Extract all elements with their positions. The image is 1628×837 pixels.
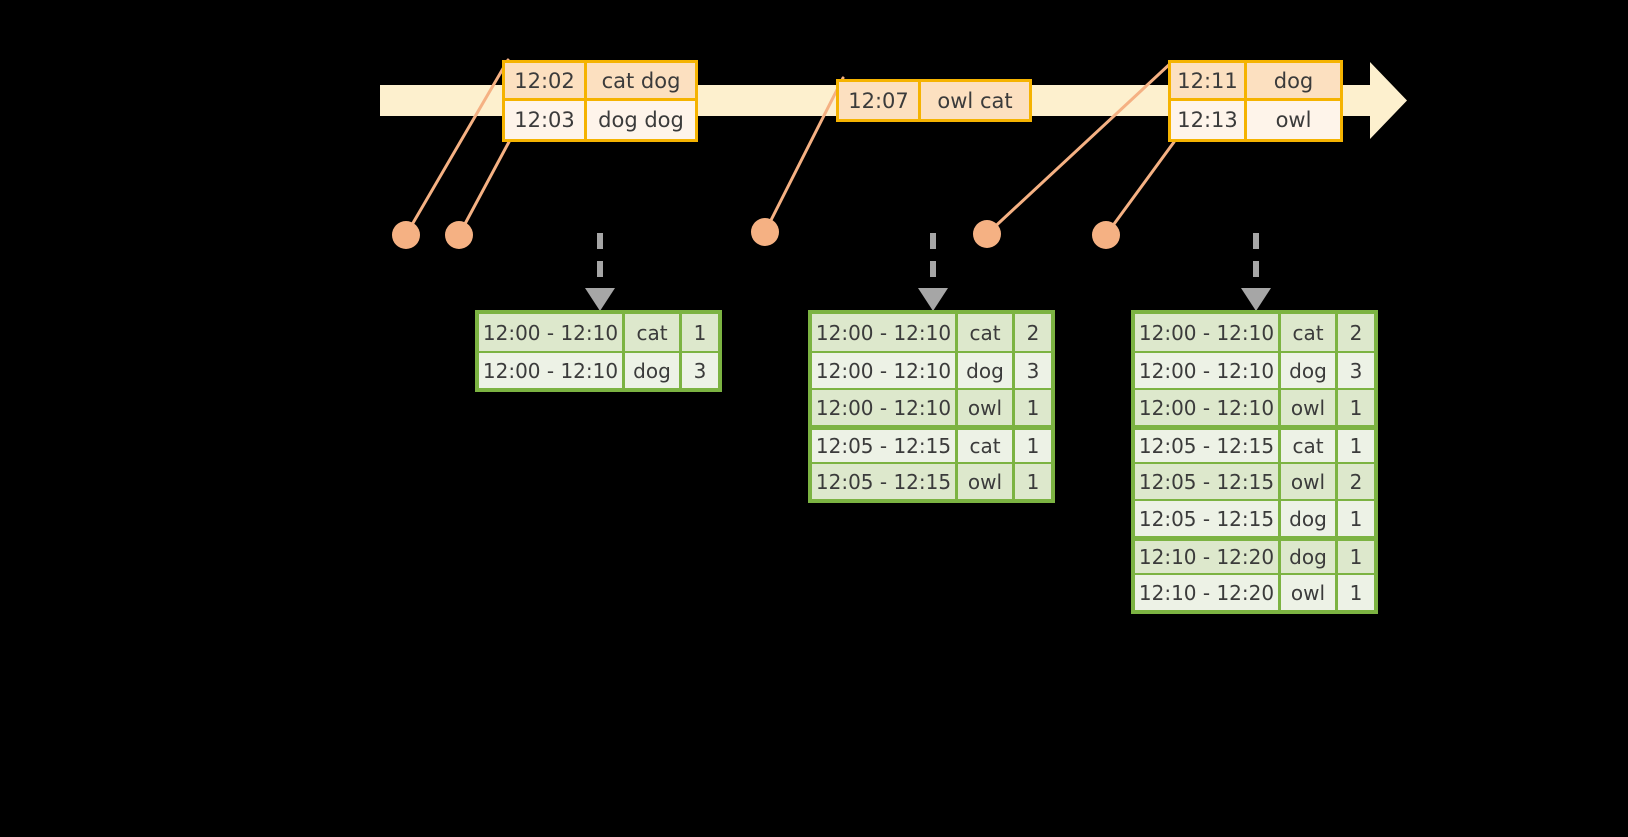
key-cell: owl [958, 464, 1015, 499]
key-cell: dog [1281, 541, 1338, 573]
event-time: 12:03 [505, 101, 587, 139]
emit-arrows [597, 233, 1259, 288]
window-cell: 12:05 - 12:15 [812, 430, 958, 462]
event-value: dog dog [598, 108, 684, 132]
event-row[interactable]: 12:07 owl cat [839, 82, 1029, 119]
count-cell: 3 [1349, 358, 1363, 383]
connector-dot-4 [973, 220, 1001, 248]
count-cell: 1 [1349, 545, 1363, 569]
key-cell: dog [958, 353, 1015, 388]
count-cell: 1 [1026, 469, 1040, 494]
connector-dot-2 [445, 221, 473, 249]
count-cell: 1 [1349, 506, 1363, 531]
event-value: dog [1273, 68, 1314, 93]
event-time: 12:02 [505, 63, 587, 98]
event-time: 12:11 [1171, 63, 1247, 98]
event-row[interactable]: 12:02 cat dog [505, 63, 695, 101]
window-cell: 12:00 - 12:10 [812, 390, 958, 425]
event-value: owl cat [937, 88, 1013, 113]
connector-dots [392, 218, 1120, 249]
window-cell: 12:05 - 12:15 [1135, 464, 1281, 499]
event-value: owl [1275, 108, 1312, 132]
window-cell: 12:00 - 12:10 [812, 353, 958, 388]
emit-arrow-3-head [1241, 288, 1271, 311]
window-cell: 12:10 - 12:20 [1135, 541, 1281, 573]
count-cell: 3 [1026, 358, 1040, 383]
connector-dot-5 [1092, 221, 1120, 249]
count-cell: 2 [1349, 469, 1363, 494]
event-time: 12:13 [1171, 101, 1247, 139]
event-value: cat dog [601, 68, 681, 93]
count-cell: 2 [1026, 320, 1040, 345]
window-cell: 12:10 - 12:20 [1135, 575, 1281, 610]
event-row[interactable]: 12:13 owl [1171, 101, 1340, 139]
event-group-2[interactable]: 12:07 owl cat [836, 79, 1032, 122]
key-cell: cat [958, 314, 1015, 351]
event-row[interactable]: 12:03 dog dog [505, 101, 695, 139]
key-cell: cat [1281, 430, 1338, 462]
window-cell: 12:00 - 12:10 [479, 314, 625, 351]
event-row[interactable]: 12:11 dog [1171, 63, 1340, 101]
key-cell: owl [1281, 390, 1338, 425]
window-cell: 12:00 - 12:10 [1135, 390, 1281, 425]
emit-arrow-2-head [918, 288, 948, 311]
count-cell: 2 [1349, 320, 1363, 345]
emit-arrow-1-head [585, 288, 615, 311]
window-cell: 12:00 - 12:10 [1135, 353, 1281, 388]
key-cell: dog [625, 353, 682, 388]
emit-arrowheads [585, 288, 1271, 311]
connector-dot-3 [751, 218, 779, 246]
window-cell: 12:05 - 12:15 [812, 464, 958, 499]
key-cell: cat [625, 314, 682, 351]
event-time: 12:07 [839, 82, 921, 119]
count-cell: 1 [1026, 434, 1040, 458]
key-cell: cat [1281, 314, 1338, 351]
key-cell: dog [1281, 353, 1338, 388]
key-cell: cat [958, 430, 1015, 462]
window-cell: 12:00 - 12:10 [812, 314, 958, 351]
window-cell: 12:00 - 12:10 [1135, 314, 1281, 351]
count-cell: 3 [693, 358, 707, 383]
count-cell: 1 [1026, 395, 1040, 420]
count-cell: 1 [693, 320, 707, 345]
count-cell: 1 [1349, 434, 1363, 458]
count-cell: 1 [1349, 580, 1363, 605]
window-cell: 12:05 - 12:15 [1135, 501, 1281, 536]
connector-dot-1 [392, 221, 420, 249]
key-cell: dog [1281, 501, 1338, 536]
window-cell: 12:05 - 12:15 [1135, 430, 1281, 462]
key-cell: owl [958, 390, 1015, 425]
event-group-1[interactable]: 12:02 cat dog 12:03 dog dog [502, 60, 698, 142]
count-cell: 1 [1349, 395, 1363, 420]
window-cell: 12:00 - 12:10 [479, 353, 625, 388]
event-group-3[interactable]: 12:11 dog 12:13 owl [1168, 60, 1343, 142]
key-cell: owl [1281, 464, 1338, 499]
key-cell: owl [1281, 575, 1338, 610]
